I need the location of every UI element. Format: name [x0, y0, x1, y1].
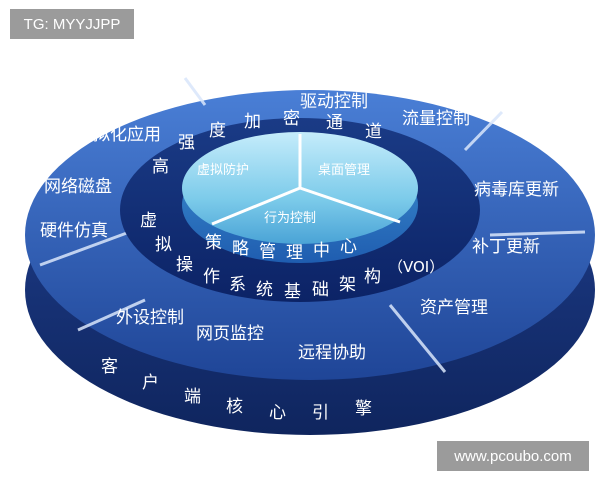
svg-text:流量控制: 流量控制 — [402, 109, 470, 129]
svg-text:道: 道 — [365, 122, 382, 142]
svg-text:架: 架 — [339, 275, 356, 295]
svg-text:虚: 虚 — [140, 211, 157, 231]
policy-center-label: 策 略 管 理 中 心 — [205, 233, 357, 263]
svg-text:还原保护: 还原保护 — [222, 70, 290, 90]
svg-text:密: 密 — [283, 109, 300, 129]
svg-text:高: 高 — [152, 157, 169, 177]
svg-text:中: 中 — [313, 241, 330, 261]
svg-text:作: 作 — [203, 267, 220, 287]
svg-text:心: 心 — [269, 403, 286, 423]
svg-text:（VOI）: （VOI） — [388, 258, 444, 276]
watermark: www.pcoubo.com — [437, 441, 589, 471]
svg-text:础: 础 — [312, 280, 329, 300]
svg-text:远程协助: 远程协助 — [298, 343, 366, 363]
svg-text:度: 度 — [209, 121, 226, 141]
outer-ring-dividers — [39, 77, 586, 373]
core-desktop-management: 桌面管理 — [318, 163, 370, 178]
svg-text:强: 强 — [178, 133, 195, 153]
svg-text:引: 引 — [312, 403, 329, 423]
middle-ring-top-text: 高 强 度 加 密 通 道 — [152, 109, 382, 177]
svg-text:操: 操 — [176, 255, 193, 275]
core-virtual-protection: 虚拟防护 — [197, 162, 249, 178]
svg-text:硬件仿真: 硬件仿真 — [40, 221, 108, 241]
svg-text:基: 基 — [284, 282, 301, 302]
svg-text:系: 系 — [229, 275, 246, 295]
svg-text:擎: 擎 — [355, 399, 372, 419]
svg-text:理: 理 — [286, 243, 303, 263]
svg-text:管: 管 — [259, 242, 276, 262]
svg-text:补丁更新: 补丁更新 — [472, 237, 540, 257]
engine-label: 客 户 端 核 心 引 擎 — [101, 357, 372, 423]
svg-text:端: 端 — [184, 387, 201, 407]
svg-text:网页监控: 网页监控 — [196, 324, 264, 344]
svg-text:加: 加 — [244, 112, 261, 132]
svg-text:统: 统 — [256, 280, 273, 300]
svg-text:户: 户 — [142, 373, 159, 393]
outer-ring-labels: 还原保护 驱动控制 流量控制 病毒库更新 补丁更新 资产管理 远程协助 网页监控… — [40, 70, 559, 363]
svg-text:虚拟化应用: 虚拟化应用 — [76, 125, 161, 145]
svg-text:拟: 拟 — [155, 235, 172, 255]
top-tag: TG: MYYJJPP — [10, 9, 134, 39]
svg-text:核: 核 — [226, 397, 243, 417]
svg-text:驱动控制: 驱动控制 — [300, 92, 368, 112]
svg-text:客: 客 — [101, 357, 118, 377]
core-behavior-control: 行为控制 — [264, 211, 316, 226]
svg-text:心: 心 — [340, 237, 357, 257]
svg-text:网络磁盘: 网络磁盘 — [44, 177, 112, 197]
svg-text:资产管理: 资产管理 — [420, 298, 488, 318]
svg-text:略: 略 — [232, 239, 249, 259]
svg-text:外设控制: 外设控制 — [116, 308, 184, 328]
svg-text:策: 策 — [205, 233, 222, 253]
svg-text:通: 通 — [326, 113, 343, 133]
svg-text:病毒库更新: 病毒库更新 — [474, 180, 559, 200]
middle-ring-bottom-text: 虚 拟 操 作 系 统 基 础 架 构 （VOI） — [140, 211, 444, 302]
svg-text:构: 构 — [364, 267, 381, 287]
core-dividers — [211, 134, 401, 226]
